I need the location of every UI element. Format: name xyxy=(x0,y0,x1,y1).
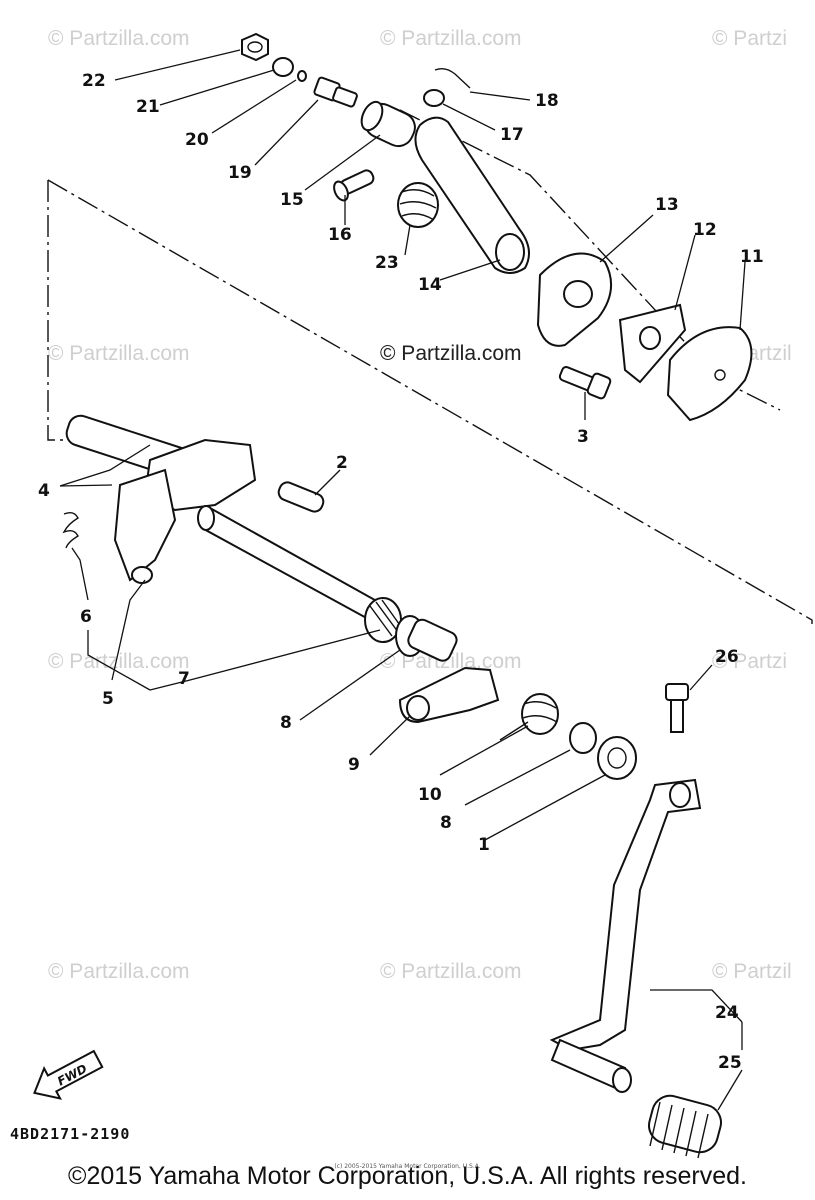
callout-16: 16 xyxy=(328,225,352,245)
axis-line xyxy=(399,109,781,411)
callout-2: 2 xyxy=(336,453,348,473)
part-26-bolt xyxy=(665,683,689,733)
callout-22: 22 xyxy=(82,71,106,91)
part-8-washer xyxy=(569,722,597,754)
part-12-plate xyxy=(618,303,687,384)
part-7-shaft xyxy=(197,505,403,643)
callout-6: 6 xyxy=(80,607,92,627)
callout-1: 1 xyxy=(478,835,490,855)
callout-24: 24 xyxy=(715,1003,739,1023)
callout-11: 11 xyxy=(740,247,764,267)
callout-4: 4 xyxy=(38,481,50,501)
watermark: © Partzilla.com xyxy=(48,27,190,50)
part-24-pedal xyxy=(549,778,702,1052)
callout-3: 3 xyxy=(577,427,589,447)
part-3-bolt xyxy=(558,365,612,400)
callout-9: 9 xyxy=(348,755,360,775)
callout-10: 10 xyxy=(418,785,442,805)
part-17-clip xyxy=(423,89,445,107)
callout-19: 19 xyxy=(228,163,252,183)
watermark: © Partzilla.com xyxy=(380,960,522,983)
callout-21: 21 xyxy=(136,97,160,117)
part-18-cotter xyxy=(434,67,471,89)
callout-23: 23 xyxy=(375,253,399,273)
part-25-rubber xyxy=(550,1038,722,1159)
callout-25: 25 xyxy=(718,1053,742,1073)
callout-13: 13 xyxy=(655,195,679,215)
callout-26: 26 xyxy=(715,647,739,667)
part-20-ring xyxy=(297,70,307,82)
watermark: © Partzilla.com xyxy=(380,650,522,673)
watermark: © Partzilla.com xyxy=(380,27,522,50)
copyright-small: (c) 2005-2015 Yamaha Motor Corporation, … xyxy=(334,1163,481,1170)
part-2-dowel xyxy=(277,481,325,513)
watermark-layer: © Partzilla.com © Partzilla.com © Partzi… xyxy=(48,27,792,983)
assembly-outline xyxy=(47,179,813,624)
part-10-spring xyxy=(499,693,559,741)
part-1-bushing xyxy=(597,736,637,780)
watermark: © Partzil xyxy=(712,960,792,983)
watermark: © Partzilla.com xyxy=(48,342,190,365)
center-watermark: © Partzilla.com xyxy=(380,342,522,365)
copyright-notice: ©2015 Yamaha Motor Corporation, U.S.A. A… xyxy=(68,1162,747,1190)
part-11-cam xyxy=(666,326,753,422)
part-15-joint xyxy=(360,100,416,148)
watermark: © Partzi xyxy=(712,650,787,673)
part-8-collar xyxy=(395,615,458,662)
fwd-arrow: FWD xyxy=(33,1049,104,1100)
callout-15: 15 xyxy=(280,190,304,210)
part-9-lever xyxy=(398,666,500,724)
callout-layer: 22 21 20 19 15 16 18 17 23 14 13 12 11 3… xyxy=(38,71,764,1073)
watermark: © Partzilla.com xyxy=(48,960,190,983)
part-14-arm xyxy=(414,116,530,274)
callout-14: 14 xyxy=(418,275,442,295)
callout-17: 17 xyxy=(500,125,524,145)
callout-8b: 8 xyxy=(440,813,452,833)
part-23-spring xyxy=(397,182,439,228)
leader-lines xyxy=(59,49,746,1111)
part-21-washer xyxy=(272,57,294,77)
diagram-code: 4BD2171-2190 xyxy=(10,1125,131,1143)
callout-7: 7 xyxy=(178,669,190,689)
callout-12: 12 xyxy=(693,220,717,240)
callout-8: 8 xyxy=(280,713,292,733)
watermark: © Partzi xyxy=(712,27,787,50)
callout-20: 20 xyxy=(185,130,209,150)
part-6-spring xyxy=(62,511,79,549)
part-16-pin xyxy=(333,169,375,202)
callout-18: 18 xyxy=(535,91,559,111)
watermark: © Partzilla.com xyxy=(380,342,522,365)
assembly-outline-left xyxy=(47,180,70,441)
part-19-bolt xyxy=(313,76,358,108)
part-13-plate xyxy=(536,252,613,347)
part-22-nut xyxy=(241,32,269,62)
part-4-fork xyxy=(65,414,257,584)
callout-5: 5 xyxy=(102,689,114,709)
watermark: © Partzilla.com xyxy=(48,650,190,673)
